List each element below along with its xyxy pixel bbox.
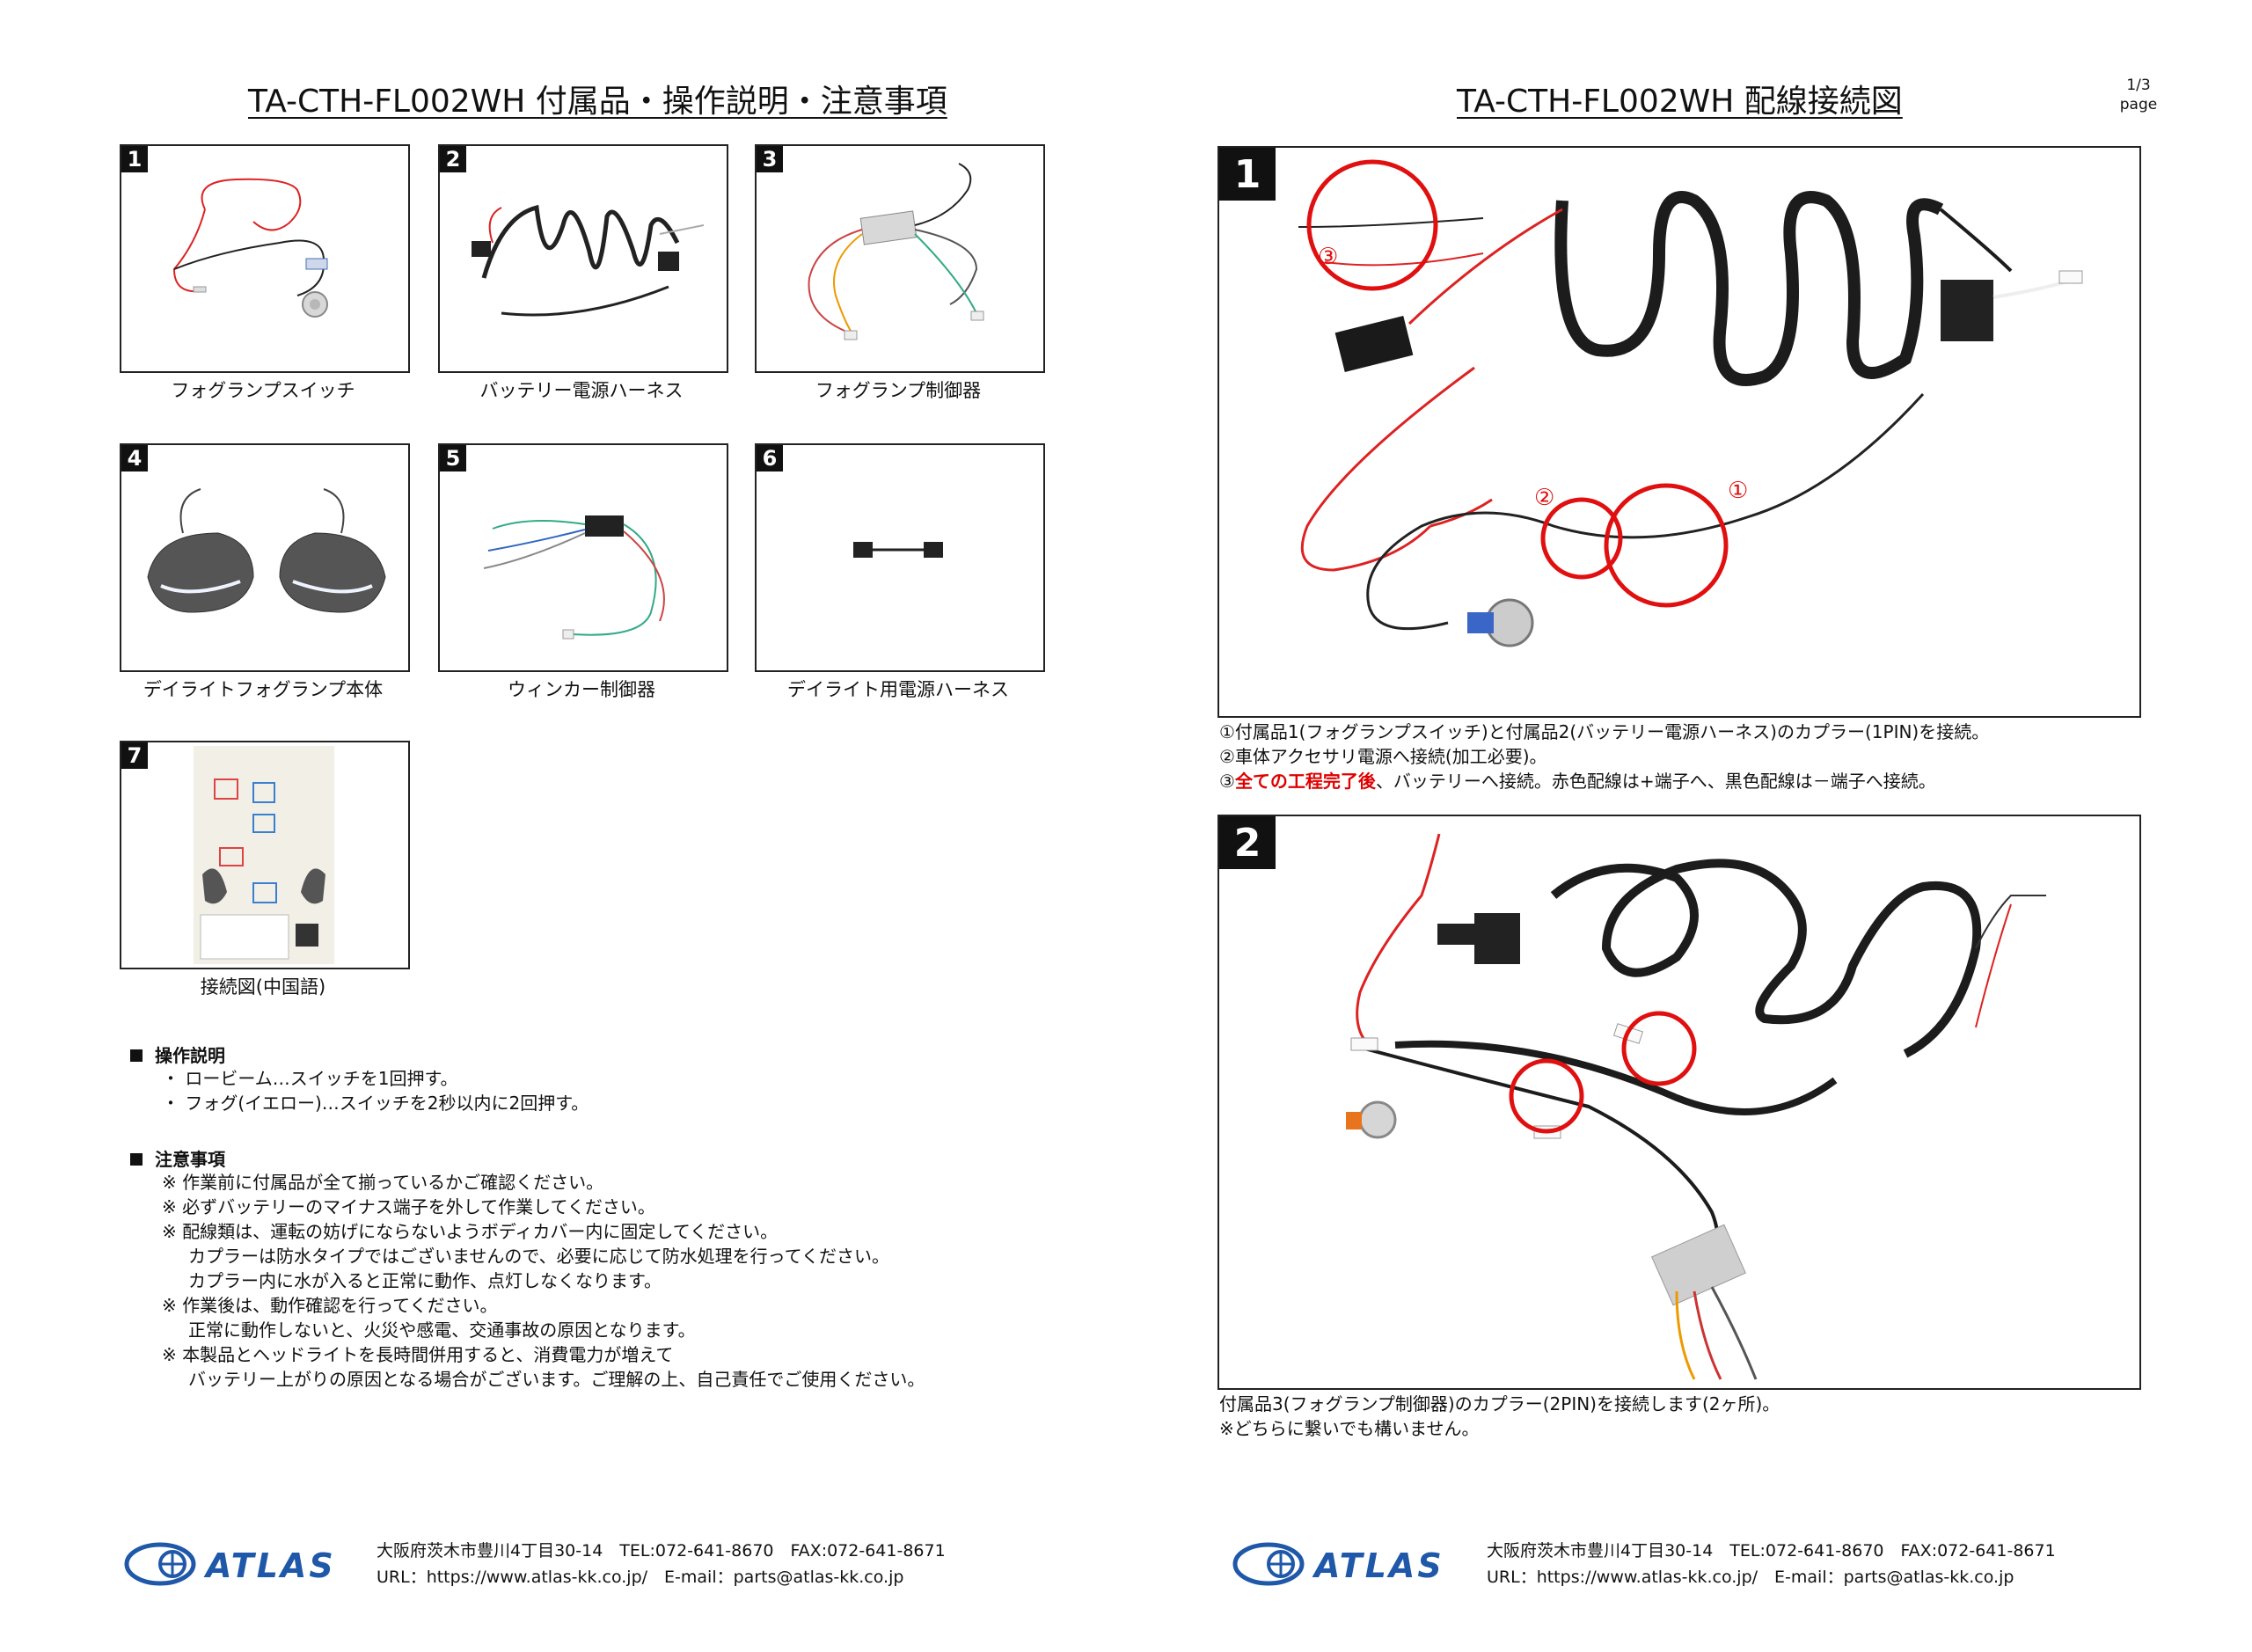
item-4-caption: デイライトフォグランプ本体 — [143, 679, 384, 700]
caution-line-7: 正常に動作しないと、火災や感電、交通事故の原因となります。 — [188, 1319, 696, 1341]
item-2-caption: バッテリー電源ハーネス — [479, 380, 684, 401]
fog-controller-illustration — [808, 163, 984, 340]
chinese-wiring-diagram-illustration — [194, 746, 334, 964]
item-5-photo: 5 — [438, 443, 728, 672]
caution-line-3: ※ 配線類は、運転の妨げにならないようボディカバー内に固定してください。 — [162, 1221, 779, 1242]
item-7-photo: 7 — [120, 741, 410, 969]
caution-line-4: カプラーは防水タイプではございませんので、必要に応じて防水処理を行ってください。 — [188, 1246, 889, 1267]
cautions-heading: 注意事項 — [130, 1145, 225, 1171]
item-1-caption: フォグランプスイッチ — [171, 380, 355, 401]
marker-label-3: ③ — [1318, 244, 1338, 270]
step-1-note-3-emphasis: 全ての工程完了後 — [1234, 771, 1376, 792]
caution-line-9: バッテリー上がりの原因となる場合がございます。ご理解の上、自己責任でご使用くださ… — [188, 1369, 925, 1390]
item-6-photo: 6 — [755, 443, 1045, 672]
operation-line-1: ・ ロービーム…スイッチを1回押す。 — [162, 1068, 458, 1089]
marker-label-1: ① — [1728, 478, 1748, 504]
connection-circle-1 — [1509, 1058, 1584, 1134]
item-1-photo: 1 — [120, 144, 410, 373]
daylight-fog-lamp-illustration — [147, 488, 386, 613]
daylight-power-harness-illustration — [853, 542, 943, 558]
marker-label-2: ② — [1534, 485, 1554, 511]
step-1-note-2: ②車体アクセサリ電源へ接続(加工必要)。 — [1219, 746, 1547, 767]
step-2-wiring-illustration — [1346, 833, 2046, 1380]
connection-circle-2 — [1621, 1011, 1697, 1086]
item-7-caption: 接続図(中国語) — [200, 976, 326, 998]
step-2-note-1: 付属品3(フォグランプ制御器)のカプラー(2PIN)を接続します(2ヶ所)。 — [1219, 1393, 1780, 1414]
caution-line-6: ※ 作業後は、動作確認を行ってください。 — [162, 1295, 498, 1316]
item-6-caption: デイライト用電源ハーネス — [787, 679, 1009, 700]
left-footer-logo: ATLAS — [123, 1538, 352, 1590]
page-number: 1/3 page — [2119, 77, 2158, 113]
step-1-photo: 1 ③ ② ① — [1217, 146, 2141, 718]
left-page-title: TA-CTH-FL002WH 付属品・操作説明・注意事項 — [248, 84, 947, 120]
square-bullet-icon — [130, 1049, 143, 1062]
item-7-badge: 7 — [121, 742, 148, 769]
item-1-badge: 1 — [121, 146, 148, 172]
item-5-badge: 5 — [440, 445, 466, 471]
item-3-photo: 3 — [755, 144, 1045, 373]
square-bullet-icon — [130, 1153, 143, 1166]
item-3-badge: 3 — [757, 146, 783, 172]
item-4-photo: 4 — [120, 443, 410, 672]
fog-switch-illustration — [172, 178, 328, 318]
right-page-title: TA-CTH-FL002WH 配線接続図 — [1457, 84, 1903, 120]
right-footer-address: 大阪府茨木市豊川4丁目30-14 TEL:072-641-8670 FAX:07… — [1487, 1541, 2056, 1561]
step-2-badge: 2 — [1219, 816, 1276, 869]
battery-harness-illustration — [472, 204, 705, 317]
marker-circle-1 — [1604, 483, 1729, 608]
logo-company-name: ATLAS — [203, 1546, 336, 1585]
item-6-badge: 6 — [757, 445, 783, 471]
caution-line-2: ※ 必ずバッテリーのマイナス端子を外して作業してください。 — [162, 1196, 655, 1217]
marker-circle-2 — [1540, 497, 1623, 580]
marker-circle-3 — [1306, 159, 1438, 291]
step-1-wiring-illustration: ③ ② ① — [1298, 159, 2083, 647]
item-3-caption: フォグランプ制御器 — [815, 380, 982, 401]
step-1-note-3: ③全ての工程完了後、バッテリーへ接続。赤色配線は+端子へ、黒色配線は－端子へ接続… — [1219, 771, 1936, 792]
item-2-photo: 2 — [438, 144, 728, 373]
item-5-caption: ウィンカー制御器 — [508, 679, 655, 700]
item-2-badge: 2 — [440, 146, 466, 172]
caution-line-1: ※ 作業前に付属品が全て揃っているかご確認ください。 — [162, 1172, 604, 1193]
logo-company-name: ATLAS — [1312, 1546, 1444, 1585]
step-1-badge: 1 — [1219, 148, 1276, 201]
caution-line-8: ※ 本製品とヘッドライトを長時間併用すると、消費電力が増えて — [162, 1344, 674, 1365]
right-footer-contact: URL：https://www.atlas-kk.co.jp/ E-mail：p… — [1487, 1568, 2014, 1587]
atlas-logo-icon: ATLAS — [1232, 1542, 1444, 1586]
winker-controller-illustration — [483, 515, 665, 640]
step-2-note-2: ※どちらに繋いでも構いません。 — [1219, 1418, 1480, 1439]
item-4-badge: 4 — [121, 445, 148, 471]
right-footer-logo: ATLAS — [1232, 1538, 1460, 1590]
operation-line-2: ・ フォグ(イエロー)…スイッチを2秒以内に2回押す。 — [162, 1093, 589, 1114]
left-footer-contact: URL：https://www.atlas-kk.co.jp/ E-mail：p… — [377, 1568, 904, 1587]
step-2-photo: 2 — [1217, 815, 2141, 1390]
atlas-logo-icon: ATLAS — [124, 1542, 336, 1586]
caution-line-5: カプラー内に水が入ると正常に動作、点灯しなくなります。 — [188, 1270, 662, 1291]
left-footer-address: 大阪府茨木市豊川4丁目30-14 TEL:072-641-8670 FAX:07… — [377, 1541, 946, 1561]
step-1-note-1: ①付属品1(フォグランプスイッチ)と付属品2(バッテリー電源ハーネス)のカプラー… — [1219, 721, 1990, 742]
operation-heading: 操作説明 — [130, 1042, 225, 1067]
